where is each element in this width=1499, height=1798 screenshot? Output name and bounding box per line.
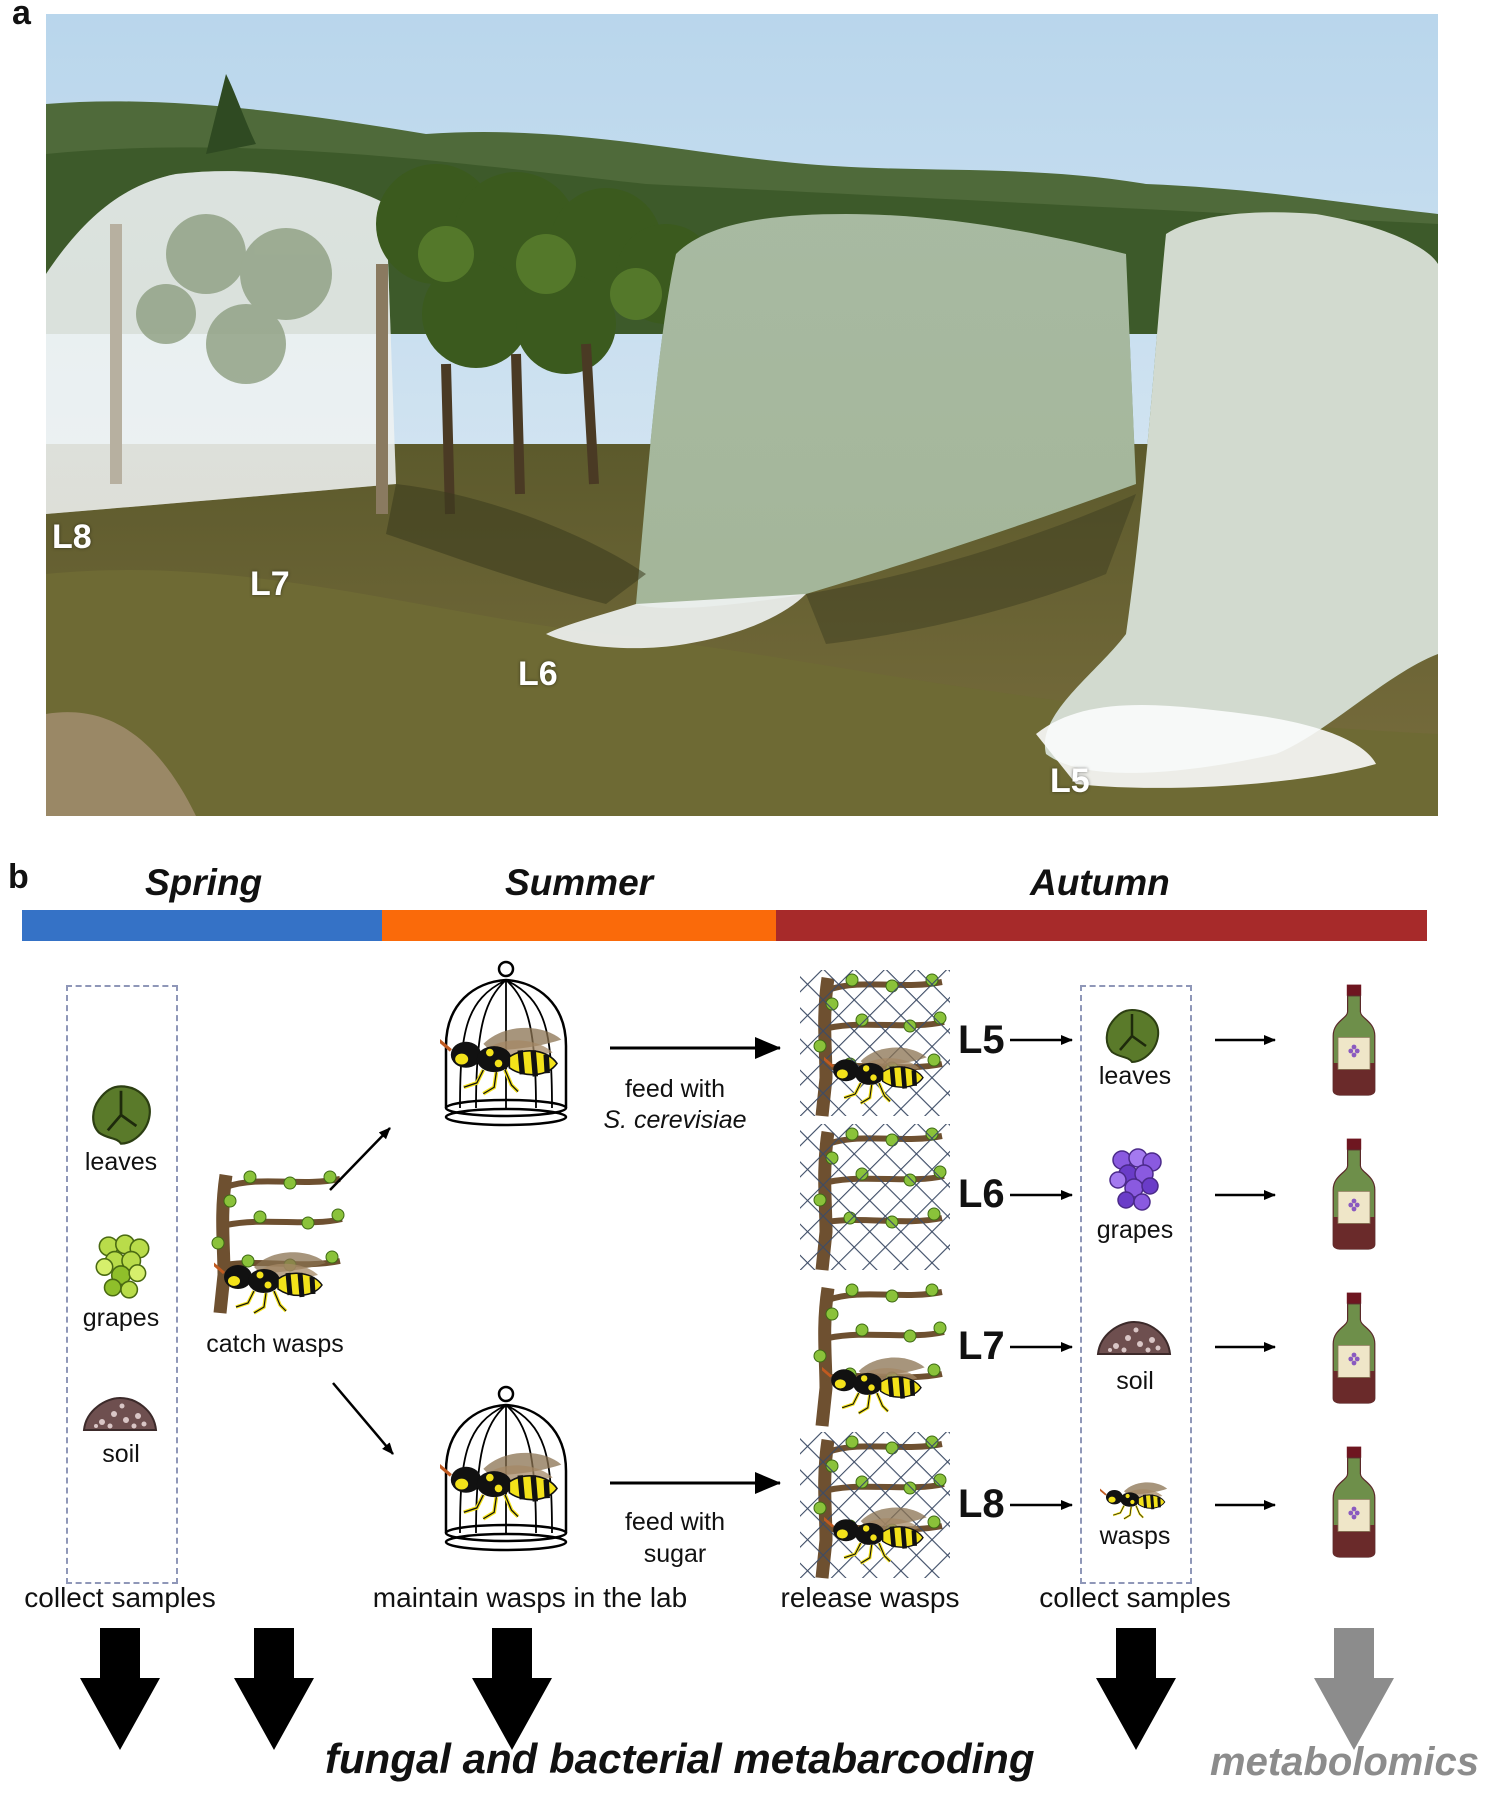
wine-bottle-icon bbox=[1330, 972, 1378, 1106]
outcome-metabarcoding: fungal and bacterial metabarcoding bbox=[325, 1735, 1035, 1782]
spring-samples-box bbox=[66, 985, 178, 1584]
season-spring-label: Spring bbox=[145, 862, 263, 903]
treatment-l8-label: L8 bbox=[958, 1482, 1005, 1526]
arrow-icon bbox=[80, 1628, 160, 1750]
outcome-metabolomics: metabolomics bbox=[1210, 1740, 1479, 1784]
photo-label-l7: L7 bbox=[250, 565, 290, 603]
spring-leaves-label: leaves bbox=[84, 1148, 158, 1176]
wine-bottle-icon bbox=[1330, 1126, 1378, 1260]
photo-label-l6: L6 bbox=[518, 655, 558, 693]
spring-soil-label: soil bbox=[102, 1440, 140, 1468]
arrow-icon bbox=[472, 1628, 552, 1750]
autumn-wasps-label: wasps bbox=[1099, 1522, 1171, 1550]
treatment-l7-label: L7 bbox=[958, 1324, 1005, 1368]
spring-grapes-label: grapes bbox=[82, 1304, 160, 1332]
arrow-icon bbox=[1314, 1628, 1394, 1750]
feed-yeast-line2: S. cerevisiae bbox=[603, 1106, 747, 1134]
wasp-icon bbox=[824, 1500, 934, 1566]
panel-b-letter: b bbox=[8, 858, 29, 896]
autumn-samples-box bbox=[1080, 985, 1192, 1584]
bottom-arrows bbox=[80, 1628, 1394, 1750]
step-collect-autumn: collect samples bbox=[1039, 1582, 1231, 1613]
feed-sugar-line1: feed with bbox=[624, 1508, 726, 1536]
treatment-l5-label: L5 bbox=[958, 1018, 1005, 1062]
season-autumn-label: Autumn bbox=[1030, 862, 1170, 903]
catch-wasps-label: catch wasps bbox=[206, 1330, 344, 1358]
grapes-icon bbox=[1106, 1146, 1166, 1216]
step-maintain: maintain wasps in the lab bbox=[372, 1582, 688, 1613]
panel-a-letter: a bbox=[12, 0, 31, 32]
autumn-leaves-label: leaves bbox=[1098, 1062, 1172, 1090]
treatment-l6-label: L6 bbox=[958, 1172, 1005, 1216]
feed-yeast-line1: feed with bbox=[624, 1075, 726, 1103]
step-release: release wasps bbox=[780, 1582, 960, 1613]
soil-icon bbox=[1094, 1318, 1174, 1358]
arrow-icon bbox=[1096, 1628, 1176, 1750]
net-icon bbox=[800, 1432, 950, 1578]
leaf-icon bbox=[1102, 1006, 1162, 1066]
feed-sugar-line2: sugar bbox=[643, 1540, 707, 1568]
season-summer-label: Summer bbox=[505, 862, 654, 903]
wasp-icon bbox=[440, 1020, 570, 1096]
step-collect-spring: collect samples bbox=[24, 1582, 216, 1613]
arrow-icon bbox=[234, 1628, 314, 1750]
season-bar-autumn bbox=[776, 910, 1427, 941]
season-bar-spring bbox=[22, 910, 382, 941]
net-icon bbox=[800, 970, 950, 1116]
autumn-grapes-label: grapes bbox=[1096, 1216, 1174, 1244]
wasp-icon bbox=[1100, 1478, 1172, 1520]
wasp-icon bbox=[824, 1040, 934, 1106]
photo-label-l5: L5 bbox=[1050, 762, 1090, 800]
autumn-soil-label: soil bbox=[1116, 1367, 1154, 1395]
vineyard-photo bbox=[46, 14, 1438, 816]
wasp-icon bbox=[440, 1445, 570, 1521]
season-bar-summer bbox=[382, 910, 776, 941]
arrow-icon bbox=[329, 1127, 391, 1191]
net-icon bbox=[800, 1124, 950, 1270]
arrow-icon bbox=[332, 1382, 394, 1455]
wine-bottle-icon bbox=[1330, 1280, 1378, 1414]
wasp-icon bbox=[822, 1350, 932, 1416]
photo-label-l8: L8 bbox=[52, 518, 92, 556]
wine-bottle-icon bbox=[1330, 1434, 1378, 1568]
